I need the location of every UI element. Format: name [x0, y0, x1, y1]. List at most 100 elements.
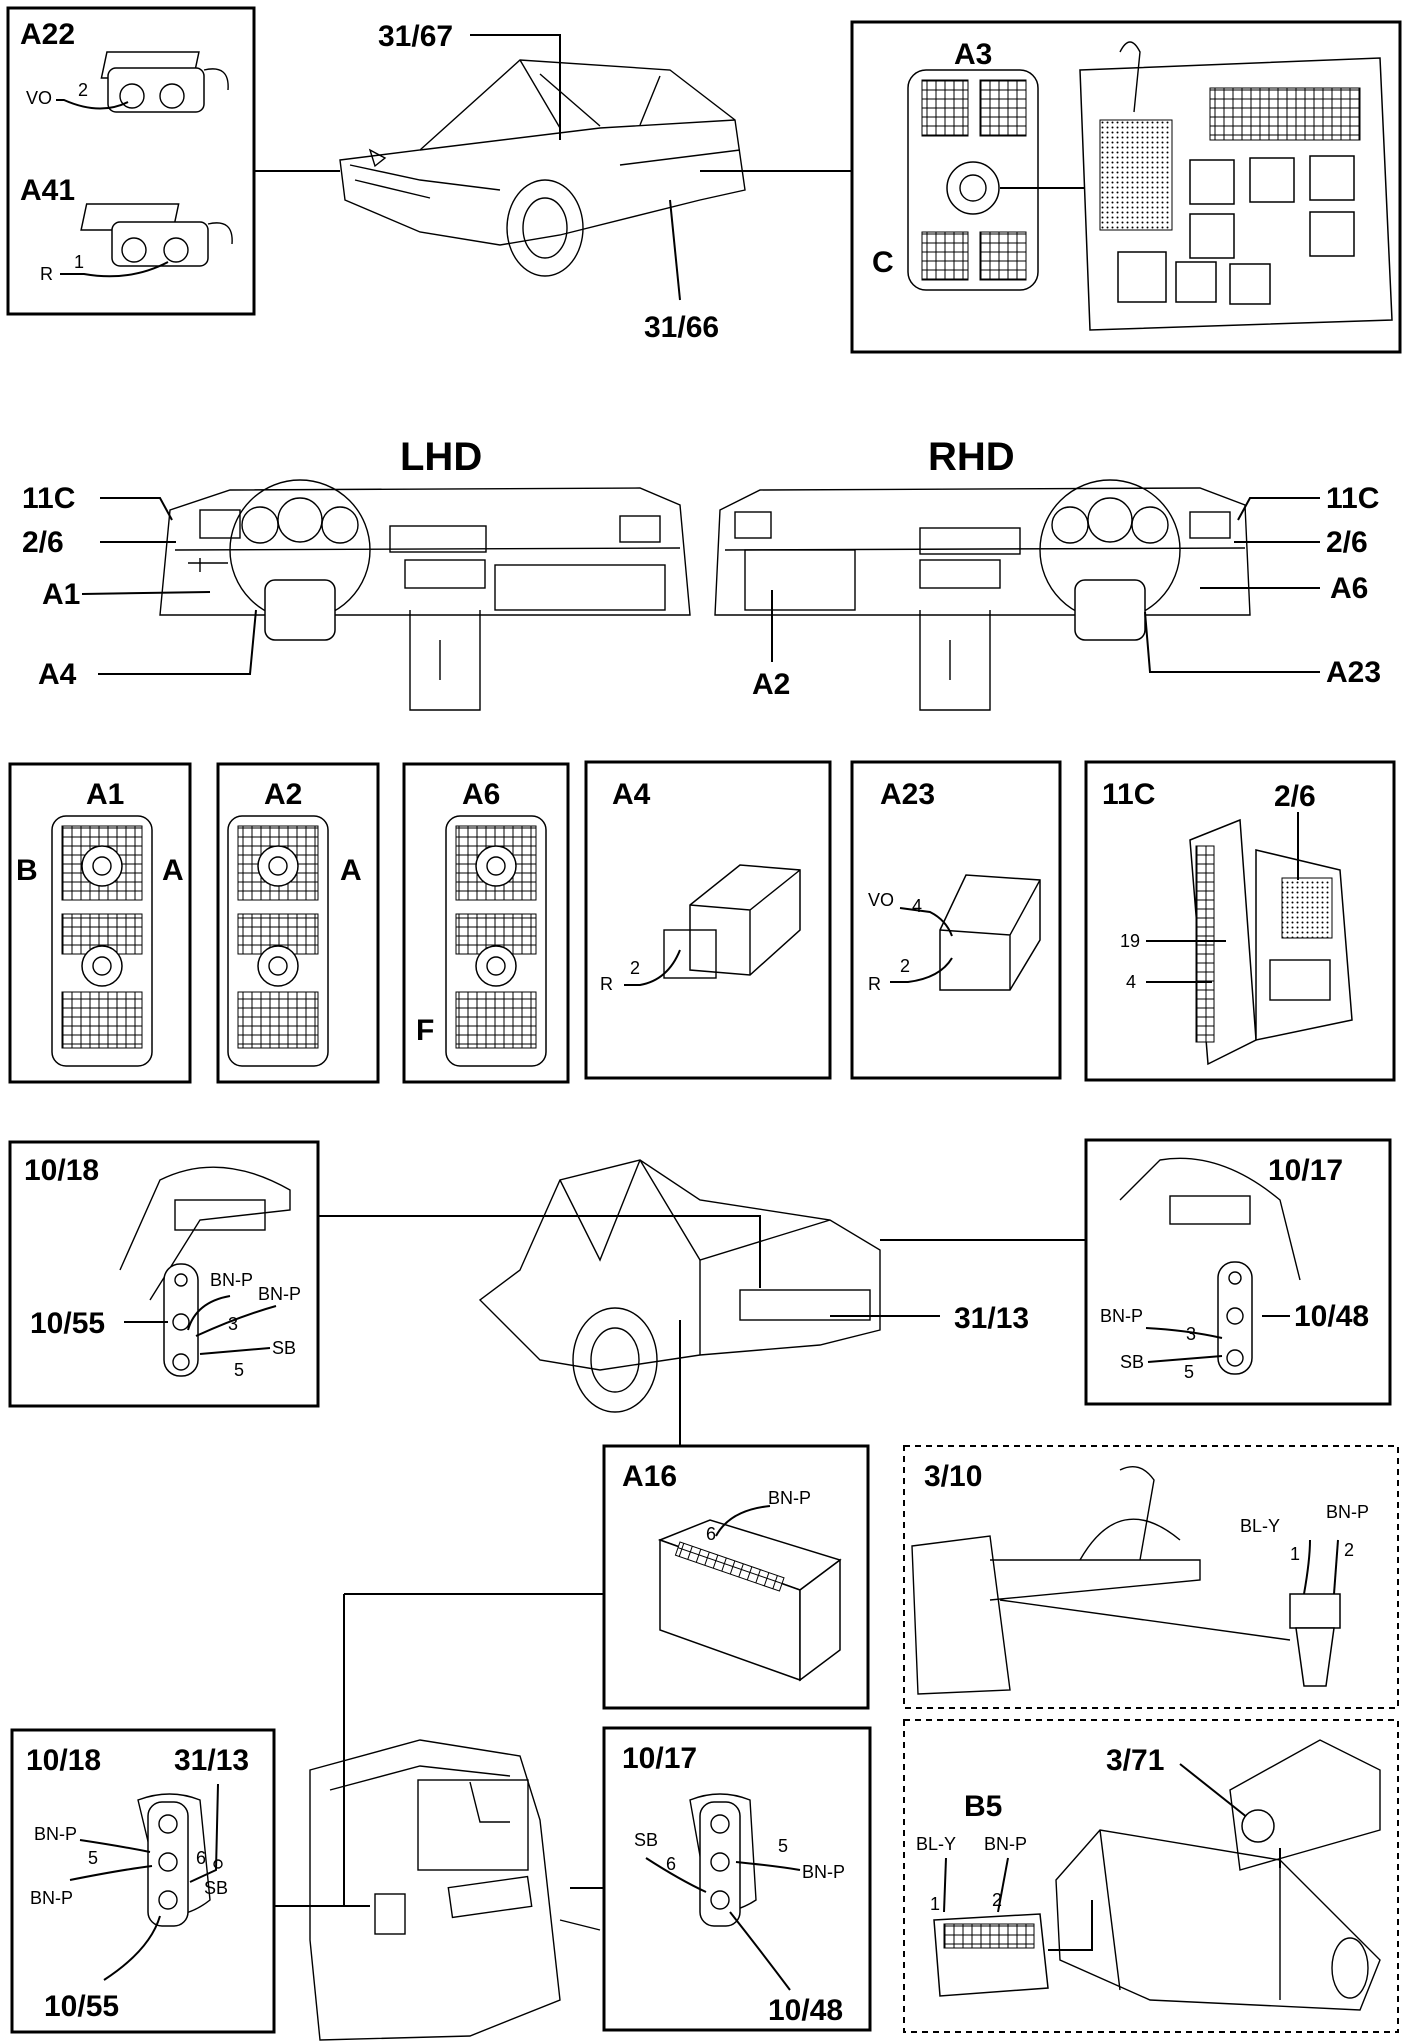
a6-title: A6 — [462, 778, 500, 811]
wagon-10-48-label: 10/48 — [768, 1994, 843, 2027]
c-label: C — [872, 246, 894, 279]
a23-wire1-color: VO — [868, 890, 894, 910]
sedan-10-17-title: 10/17 — [1268, 1154, 1343, 1187]
rhd-11c-label: 11C — [1326, 482, 1379, 515]
a2-title: A2 — [264, 778, 302, 811]
a4-title: A4 — [612, 778, 651, 811]
ref-31-67: 31/67 — [378, 20, 453, 53]
wagon-left-pin5: 5 — [88, 1848, 98, 1868]
wagon-10-17-title: 10/17 — [622, 1742, 697, 1775]
auto-pin2: 2 — [992, 1890, 1002, 1910]
rhd-a2-label: A2 — [752, 668, 790, 701]
sedan-right-wire2: SB — [1120, 1352, 1144, 1372]
sedan-10-18-title: 10/18 — [24, 1154, 99, 1187]
wagon-10-55-label: 10/55 — [44, 1990, 119, 2023]
a16-connector-panel: A16 BN-P 6 — [602, 1444, 870, 1710]
sedan-10-55-label: 10/55 — [30, 1307, 105, 1340]
sedan-left-wire2: BN-P — [258, 1284, 301, 1304]
lhd-11c-label: 11C — [22, 482, 75, 515]
a2-connector-panel: A2 A — [216, 762, 380, 1084]
sedan-10-17-panel: 10/17 10/48 BN-P 3 SB 5 — [1084, 1138, 1392, 1406]
wagon-right-wire2: BN-P — [802, 1862, 845, 1882]
rhd-a6-label: A6 — [1330, 572, 1368, 605]
rhd-heading: RHD — [928, 435, 1015, 479]
gear-pin2: 2 — [1344, 1540, 1354, 1560]
lhd-heading: LHD — [400, 435, 482, 479]
lhd-callouts: 11C 2/6 A1 A4 — [22, 482, 257, 691]
rhd-callouts: 11C 2/6 A6 A23 A2 — [752, 482, 1381, 701]
lhd-a4-label: A4 — [38, 658, 77, 691]
a1-left-label: B — [16, 854, 38, 887]
a3-fuse-box-panel: A3 C — [850, 20, 1402, 354]
lhd-dashboard-illustration — [159, 479, 691, 711]
sedan-left-pin3: 3 — [228, 1314, 238, 1334]
lhd-a1-label: A1 — [42, 578, 80, 611]
auto-3-71-title: 3/71 — [1106, 1744, 1164, 1777]
a1-title: A1 — [86, 778, 124, 811]
wagon-left-wire3: SB — [204, 1878, 228, 1898]
a22-a41-panel: A22 VO 2 A41 R 1 — [6, 6, 256, 316]
a23-pin1: 4 — [912, 896, 922, 916]
ref-31-13: 31/13 — [954, 1302, 1029, 1335]
rhd-dashboard-illustration — [714, 479, 1251, 711]
a3-label: A3 — [954, 38, 992, 71]
rhd-a23-label: A23 — [1326, 656, 1381, 689]
a23-wire2-color: R — [868, 974, 881, 994]
auto-wire1-color: BL-Y — [916, 1834, 956, 1854]
wagon-10-18-title: 10/18 — [26, 1744, 101, 1777]
auto-pin1: 1 — [930, 1894, 940, 1914]
sedan-left-wire3: SB — [272, 1338, 296, 1358]
sedan-left-pin5: 5 — [234, 1360, 244, 1380]
a22-label: A22 — [20, 18, 75, 51]
gear-pin1: 1 — [1290, 1544, 1300, 1564]
a16-title: A16 — [622, 1460, 677, 1493]
sedan-10-48-label: 10/48 — [1294, 1300, 1369, 1333]
central-electrical-unit — [1079, 41, 1393, 331]
a6-bottom-label: F — [416, 1014, 434, 1047]
auto-wire2-color: BN-P — [984, 1834, 1027, 1854]
sedan-right-pin3: 3 — [1186, 1324, 1196, 1344]
a22-connector — [100, 51, 229, 113]
sedan-right-wire1: BN-P — [1100, 1306, 1143, 1326]
a41-wire-color: R — [40, 264, 53, 284]
a4-pin: 2 — [630, 958, 640, 978]
wagon-right-pin5: 5 — [778, 1836, 788, 1856]
gear-wire2-color: BN-P — [1326, 1502, 1369, 1522]
rhd-2-6-label: 2/6 — [1326, 526, 1368, 559]
a22-pin: 2 — [78, 80, 88, 100]
11c-connector-panel: 11C 2/6 19 4 — [1084, 760, 1396, 1082]
wagon-10-17-panel: 10/17 SB 6 5 BN-P 10/48 — [602, 1726, 872, 2032]
a4-connector-panel: A4 R 2 — [584, 760, 832, 1080]
sedan-10-18-panel: 10/18 10/55 BN-P BN-P 3 SB 5 — [8, 1140, 320, 1408]
a41-label: A41 — [20, 174, 75, 207]
sedan-rear-illustration — [478, 1159, 881, 1413]
gear-wire1-color: BL-Y — [1240, 1516, 1280, 1536]
a41-connector — [80, 203, 233, 267]
wagon-right-pin6: 6 — [666, 1854, 676, 1874]
wagon-31-13-label: 31/13 — [174, 1744, 249, 1777]
wagon-left-pin6: 6 — [196, 1848, 206, 1868]
11c-2-6-title: 2/6 — [1274, 780, 1316, 813]
auto-3-71-panel: 3/71 B5 BL-Y BN-P 1 2 — [903, 1719, 1399, 2033]
auto-b5-label: B5 — [964, 1790, 1002, 1823]
11c-pin-4: 4 — [1126, 972, 1136, 992]
a41-pin: 1 — [74, 252, 84, 272]
a1-connector-panel: A1 B A — [8, 762, 192, 1084]
lhd-2-6-label: 2/6 — [22, 526, 64, 559]
sedan-front-illustration — [339, 59, 746, 277]
ref-31-66: 31/66 — [644, 311, 719, 344]
a16-wire-color: BN-P — [768, 1488, 811, 1508]
a3-connector-block — [907, 69, 1039, 291]
sedan-right-pin5: 5 — [1184, 1362, 1194, 1382]
a2-right-label: A — [340, 854, 362, 887]
sedan-left-wire1: BN-P — [210, 1270, 253, 1290]
a1-right-label: A — [162, 854, 184, 887]
wagon-left-wire1: BN-P — [34, 1824, 77, 1844]
a23-connector-panel: A23 VO 4 R 2 — [850, 760, 1062, 1080]
11c-title: 11C — [1102, 778, 1155, 811]
a23-pin2: 2 — [900, 956, 910, 976]
wagon-left-wire2: BN-P — [30, 1888, 73, 1908]
11c-pin-19: 19 — [1120, 931, 1140, 951]
a6-connector-panel: A6 F — [402, 762, 570, 1084]
